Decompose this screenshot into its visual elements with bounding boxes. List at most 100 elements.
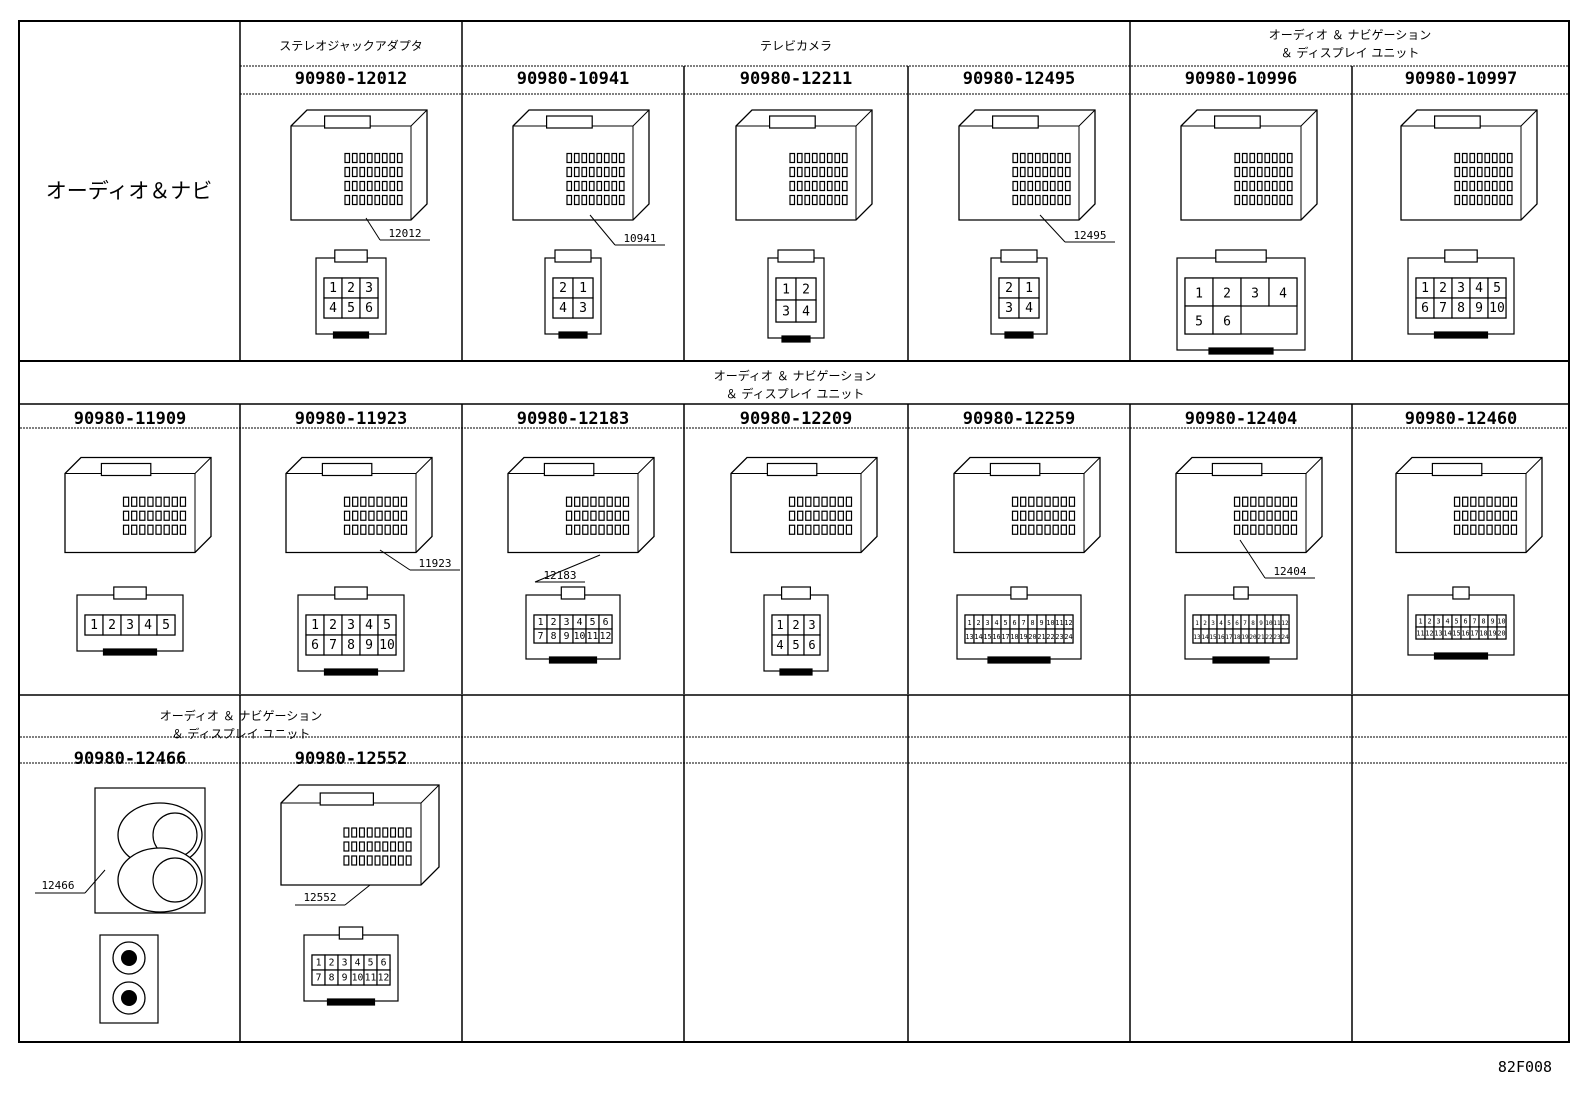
terminal-cavity [1057,152,1064,164]
callout-label: 12183 [543,569,576,582]
drawing-code: 82F008 [1497,1058,1553,1076]
terminal-cavity [804,180,811,192]
terminal-cavity [1286,152,1293,164]
round-port-center [121,950,137,966]
pin-number: 7 [1243,620,1247,627]
terminal-cavity [1241,152,1248,164]
part-number: 90980-12012 [294,69,408,89]
pin-number: 16 [1217,634,1225,641]
terminal-cavity [588,194,595,206]
terminal-cavity [1271,152,1278,164]
terminal-cavity [573,194,580,206]
callout-label: 11923 [418,557,451,570]
terminal-cavity [1486,524,1493,535]
part-number: 90980-12259 [962,409,1076,429]
terminal-cavity [581,166,588,178]
connector-face-lock [560,586,586,600]
terminal-cavity [1462,496,1469,507]
pin-number: 6 [381,958,387,969]
terminal-cavity [841,194,848,206]
pin-number: 5 [162,618,170,633]
terminal-cavity [834,152,841,164]
pin-cell [1268,277,1298,307]
terminal-cavity [566,166,573,178]
terminal-cavity [582,510,589,521]
pin-number: 1 [1421,281,1429,296]
pin-number: 2 [329,618,337,633]
part-number: 90980-11923 [294,409,408,429]
terminal-cavity [1264,152,1271,164]
callout-12183: 12183 [534,554,601,583]
connector-3d-drawing [958,109,1096,221]
pin-number: 23 [1273,634,1281,641]
terminal-cavity [392,524,399,535]
terminal-cavity [405,855,412,866]
terminal-cavity [366,841,373,852]
pin-number: 5 [1493,281,1501,296]
terminal-cavity [1234,194,1241,206]
pin-number: 2 [1427,617,1431,625]
pin-number: 9 [1475,301,1483,316]
pin-number: 8 [1030,619,1034,627]
terminal-cavity [565,510,573,521]
terminal-cavity [796,166,803,178]
terminal-cavity [1453,510,1461,521]
terminal-cavity [1264,194,1271,206]
terminal-cavity [618,166,625,178]
connector-face-foot [779,668,813,676]
terminal-cavity [788,524,796,535]
terminal-cavity [821,510,828,521]
part-number: 90980-12466 [73,749,187,769]
connector-3d-drawing [953,456,1101,554]
pin-number: 5 [1454,617,1458,625]
callout-label: 12552 [303,891,336,904]
connector-face-foot [1212,656,1270,664]
terminal-cavity [376,510,383,521]
terminal-cavity [374,166,381,178]
pin-number: 1 [782,282,790,297]
callout-leader [365,217,381,241]
terminal-cavity [622,496,630,507]
pin-number: 12 [378,973,390,984]
terminal-cavity [1052,496,1059,507]
pin-number: 8 [1481,617,1485,625]
connector-3d-drawing [507,456,655,554]
terminal-cavity [1012,166,1019,178]
terminal-cavity [400,510,408,521]
terminal-cavity [147,524,154,535]
terminal-cavity [1233,510,1241,521]
terminal-cavity [384,496,391,507]
terminal-cavity [622,510,630,521]
pin-number: 8 [1251,620,1255,627]
terminal-cavity [376,524,383,535]
connector-latch [319,792,375,806]
pin-number: 10 [1497,617,1505,625]
terminal-cavity [1019,180,1026,192]
terminal-cavity [1249,166,1256,178]
connector-face-lock [777,249,815,263]
terminal-cavity [611,194,618,206]
terminal-cavity [1282,496,1289,507]
terminal-cavity [811,194,818,206]
part-number: 90980-12211 [739,69,853,89]
terminal-cavity [603,194,610,206]
terminal-cavity [614,496,621,507]
terminal-cavity [358,827,365,838]
terminal-cavity [390,855,397,866]
connector-latch [1211,462,1263,477]
terminal-cavity [1256,166,1263,178]
terminal-cavity [351,194,358,206]
terminal-cavity [598,510,605,521]
terminal-cavity [131,524,138,535]
terminal-cavity [139,524,146,535]
pin-number: 6 [603,617,609,628]
terminal-cavity [163,510,170,521]
callout-label: 12495 [1073,229,1106,242]
terminal-cavity [381,194,388,206]
connector-3d-drawing [94,787,206,914]
terminal-cavity [366,152,373,164]
